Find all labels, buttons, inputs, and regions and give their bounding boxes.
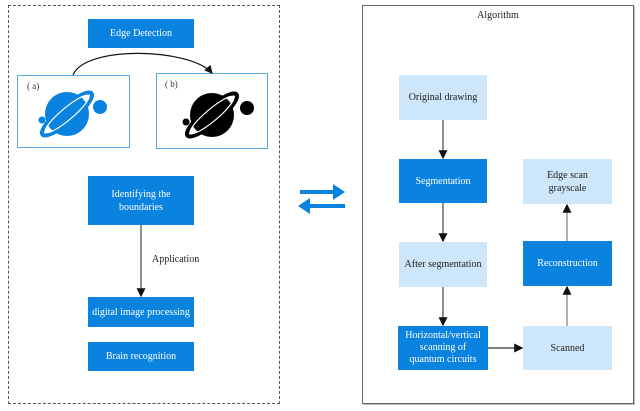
planet-icon-blue	[38, 90, 107, 138]
after-segmentation-box: After segmentation	[399, 242, 487, 287]
reconstruction-box: Reconstruction	[523, 241, 612, 286]
planet-icon-black	[182, 91, 254, 139]
digital-image-processing-box: digital image processing	[88, 297, 194, 327]
algorithm-title: Algorithm	[477, 10, 519, 21]
edge-detection-box: Edge Detection	[88, 19, 194, 48]
horizontal-vertical-scanning-box: Horizontal/vertical scanning of quantum …	[398, 326, 488, 370]
algorithm-panel	[362, 5, 634, 404]
edge-scan-grayscale-box: Edge scan grayscale	[523, 159, 612, 204]
application-panel	[8, 5, 280, 404]
original-drawing-box: Original drawing	[399, 75, 487, 120]
exchange-arrows-icon	[298, 184, 345, 214]
identifying-boundaries-box: Identifying the boundaries	[88, 176, 194, 225]
scanned-box: Scanned	[523, 326, 612, 370]
image-panel-b: ( b)	[156, 73, 268, 149]
image-panel-a: ( a)	[17, 75, 130, 148]
curved-arrow-a-to-b	[72, 52, 213, 76]
image-label-a: ( a)	[27, 81, 40, 91]
image-label-b: ( b)	[165, 79, 178, 89]
segmentation-box: Segmentation	[399, 159, 487, 203]
brain-recognition-box: Brain recognition	[88, 342, 194, 371]
application-label: Application	[152, 254, 200, 265]
